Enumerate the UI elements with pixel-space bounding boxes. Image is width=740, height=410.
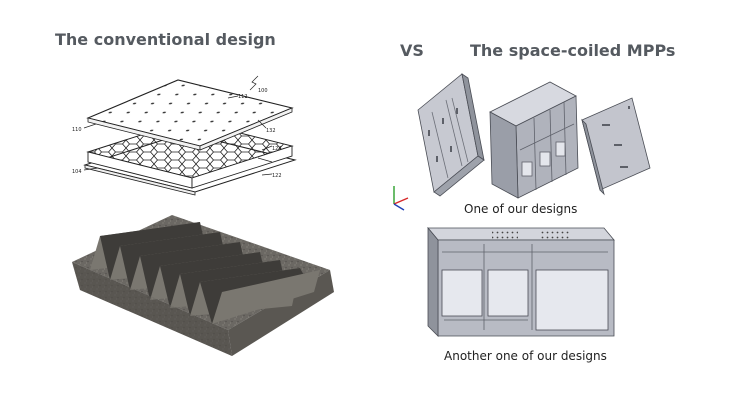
ref-100: 100 — [258, 88, 268, 94]
ref-124: 124 — [272, 146, 282, 152]
conventional-design-title: The conventional design — [55, 30, 276, 49]
ref-104: 104 — [72, 169, 82, 175]
foam-wedges — [90, 222, 320, 324]
vs-label: VS — [400, 41, 424, 60]
ref-122: 122 — [272, 173, 282, 179]
caption-design-2: Another one of our designs — [444, 349, 607, 363]
space-coiled-mpp-title: The space-coiled MPPs — [470, 41, 676, 60]
cad-design-exploded — [417, 73, 651, 199]
acoustic-foam-panel — [72, 215, 334, 356]
caption-design-1: One of our designs — [464, 202, 578, 216]
ref-110: 110 — [72, 127, 82, 133]
ref-112: 112 — [238, 94, 248, 100]
cad-design-box — [427, 226, 615, 337]
patent-drawing-mpp: 100 112 110 132 124 104 122 — [72, 75, 297, 196]
ref-132: 132 — [266, 128, 276, 134]
axis-triad-icon — [393, 186, 409, 211]
